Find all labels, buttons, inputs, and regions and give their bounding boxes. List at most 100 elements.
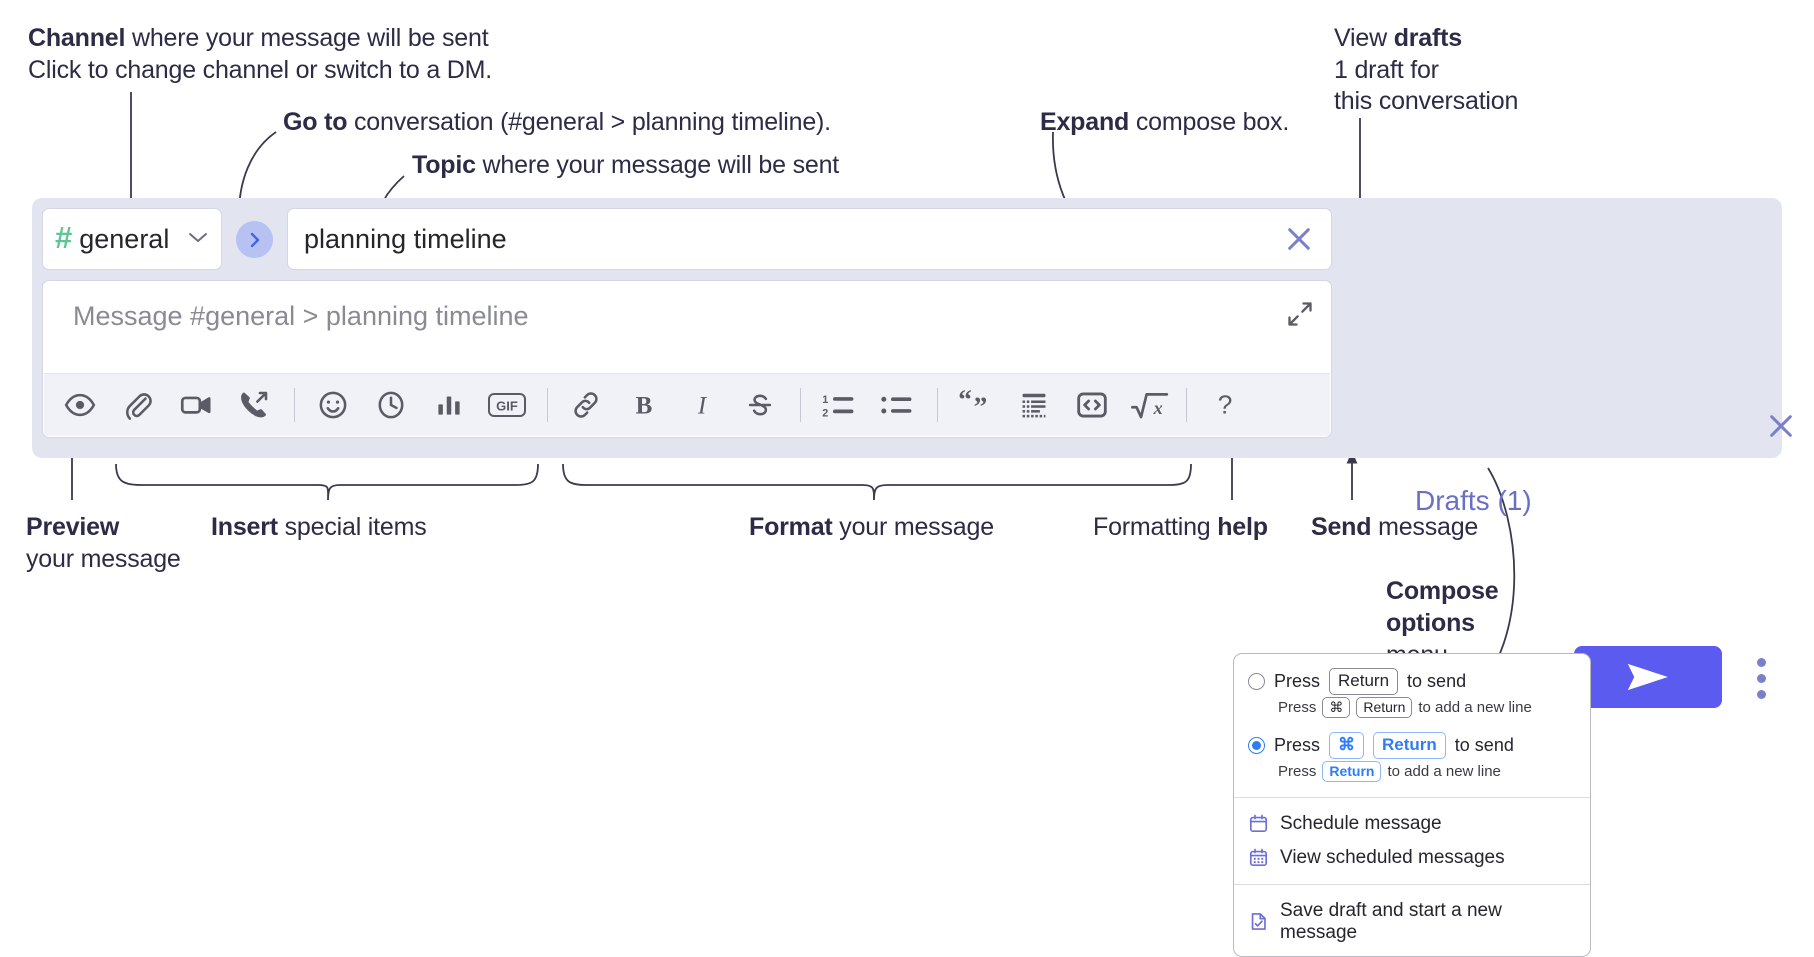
annotation-channel-sub: Click to change channel or switch to a D… <box>28 56 493 84</box>
option-press-return-to-send[interactable]: Press Return to send <box>1234 666 1590 697</box>
annotation-drafts-strong: drafts <box>1393 24 1462 52</box>
close-icon <box>1288 228 1310 250</box>
svg-text:I: I <box>697 392 708 419</box>
svg-text:B: B <box>636 392 653 419</box>
clock-icon[interactable] <box>369 383 413 427</box>
topic-clear-button[interactable] <box>1283 223 1315 255</box>
annotation-channel: Channel where your message will be sent <box>28 22 489 54</box>
compose-panel: Drafts (1) # general <box>32 198 1792 708</box>
toolbar-separator <box>937 388 938 422</box>
poll-icon[interactable] <box>427 383 471 427</box>
menu-divider <box>1234 883 1590 885</box>
menu-item-view-scheduled-messages[interactable]: View scheduled messages <box>1234 841 1590 875</box>
sub-press-label: Press <box>1278 698 1317 716</box>
italic-icon[interactable]: I <box>680 383 724 427</box>
menu-divider <box>1234 796 1590 798</box>
drafts-link[interactable]: Drafts (1) <box>1415 485 1532 516</box>
menu-item-schedule-message[interactable]: Schedule message <box>1234 807 1590 841</box>
annotation-insert: Insert special items <box>211 511 427 543</box>
expand-icon <box>1288 302 1312 326</box>
inline-code-icon[interactable] <box>1070 383 1114 427</box>
svg-text:x: x <box>1153 398 1163 418</box>
compose-options-button[interactable] <box>1744 650 1778 706</box>
send-button[interactable] <box>1574 646 1722 708</box>
annotation-expand: Expand compose box. <box>1040 106 1289 138</box>
topic-input[interactable]: planning timeline <box>287 208 1332 270</box>
ordered-list-icon[interactable]: 1 2 <box>817 383 861 427</box>
annotation-format-strong: Format <box>749 513 833 541</box>
option-press-cmd-return-to-send[interactable]: Press ⌘ Return to send <box>1234 730 1590 761</box>
link-icon[interactable] <box>564 383 608 427</box>
radio-unselected[interactable] <box>1248 672 1265 690</box>
svg-text:2: 2 <box>822 407 828 419</box>
help-icon[interactable]: ? <box>1203 383 1247 427</box>
strikethrough-icon[interactable] <box>738 383 782 427</box>
code-block-icon[interactable] <box>1012 383 1056 427</box>
annotation-expand-rest: compose box. <box>1129 108 1290 136</box>
channel-selector[interactable]: # general <box>42 208 222 270</box>
goto-conversation-button[interactable] <box>236 221 273 258</box>
kbd-return: Return <box>1322 760 1382 782</box>
gif-icon[interactable]: GIF <box>485 383 529 427</box>
annotation-goto: Go to conversation (#general > planning … <box>283 106 831 138</box>
annotation-send-rest: message <box>1371 513 1479 541</box>
option-2-subtext: Press Return to add a new line <box>1234 760 1590 788</box>
kbd-command: ⌘ <box>1322 696 1351 718</box>
annotation-drafts-lead: View <box>1334 24 1394 52</box>
kebab-dot <box>1756 689 1766 699</box>
kbd-return: Return <box>1329 668 1399 695</box>
annotation-help: Formatting help <box>1093 511 1268 543</box>
expand-compose-button[interactable] <box>1283 297 1317 331</box>
annotation-goto-strong: Go to <box>283 108 348 136</box>
toolbar-separator <box>800 388 801 422</box>
attachment-icon[interactable] <box>116 383 160 427</box>
annotation-insert-rest: special items <box>277 513 427 541</box>
message-input-box[interactable]: Message #general > planning timeline <box>42 280 1332 438</box>
radio-selected[interactable] <box>1248 736 1265 754</box>
preview-icon[interactable] <box>58 383 102 427</box>
option-press-label: Press <box>1274 670 1321 691</box>
topic-value: planning timeline <box>304 223 507 254</box>
kbd-return: Return <box>1373 731 1446 759</box>
annotation-format-rest: your message <box>832 513 994 541</box>
kebab-dot <box>1756 657 1766 667</box>
kbd-command: ⌘ <box>1329 731 1365 759</box>
video-icon[interactable] <box>174 383 218 427</box>
annotation-drafts: View drafts <box>1334 22 1462 54</box>
menu-item-save-draft[interactable]: Save draft and start a new message <box>1234 894 1590 950</box>
chevron-down-icon <box>187 230 209 249</box>
math-icon[interactable]: x <box>1128 383 1172 427</box>
annotation-preview-line2: your message <box>26 545 181 573</box>
blockquote-icon[interactable]: “ ” <box>954 383 998 427</box>
annotation-topic: Topic where your message will be sent <box>412 149 839 181</box>
close-compose-button[interactable] <box>1759 404 1803 448</box>
calendar-schedule-icon <box>1248 813 1269 834</box>
close-icon <box>1770 415 1792 437</box>
message-placeholder: Message #general > planning timeline <box>73 301 529 331</box>
kbd-return: Return <box>1356 696 1413 718</box>
annotation-insert-strong: Insert <box>211 513 278 541</box>
annotation-format: Format your message <box>749 511 994 543</box>
bold-icon[interactable]: B <box>622 383 666 427</box>
annotation-help-lead: Formatting <box>1093 513 1218 541</box>
svg-text:”: ” <box>974 392 988 421</box>
annotation-preview: Preview <box>26 511 119 543</box>
destination-row: # general planning timeline <box>42 208 1332 270</box>
phone-forward-icon[interactable] <box>232 383 276 427</box>
menu-item-label: View scheduled messages <box>1280 846 1505 868</box>
emoji-icon[interactable] <box>311 383 355 427</box>
calendar-grid-icon <box>1248 847 1269 868</box>
annotation-compose-options-2: options <box>1386 609 1475 637</box>
annotation-topic-strong: Topic <box>412 151 476 179</box>
option-tail-label: to send <box>1407 670 1467 691</box>
channel-name: general <box>79 223 170 254</box>
sub-tail-label: to add a new line <box>1387 762 1501 780</box>
option-press-label: Press <box>1274 734 1321 755</box>
send-paper-plane-icon <box>1627 663 1668 691</box>
svg-text:“: “ <box>958 389 972 415</box>
bulleted-list-icon[interactable] <box>875 383 919 427</box>
gif-label: GIF <box>496 398 518 413</box>
option-tail-label: to send <box>1454 734 1514 755</box>
help-label: ? <box>1218 389 1233 419</box>
